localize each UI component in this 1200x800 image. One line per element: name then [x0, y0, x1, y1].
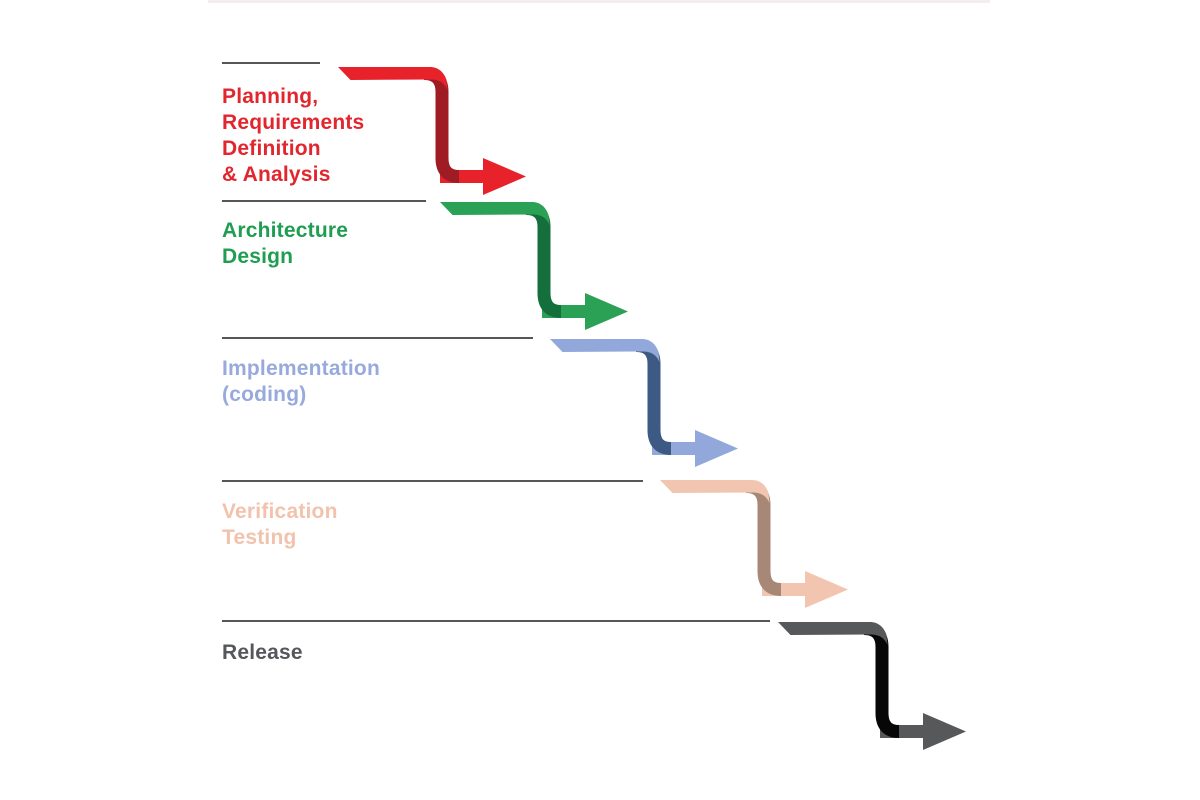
phase-label-line: Architecture [222, 219, 349, 242]
arrow-upper-band [550, 339, 660, 362]
arrow-lower-band [880, 713, 966, 750]
arrow-lower-band [542, 293, 628, 330]
phase-label-planning: Planning, Requirements Definition & Anal… [222, 84, 364, 188]
arrow-upper-band [338, 67, 448, 90]
phase-label-architecture: Architecture Design [222, 218, 348, 270]
cascade-arrow-verification [660, 480, 848, 608]
phase-label-line: Verification [222, 500, 338, 523]
arrow-lower-band [440, 158, 526, 195]
phase-label-implementation: Implementation (coding) [222, 356, 380, 408]
cascade-arrow-architecture [440, 202, 628, 330]
cascade-arrow-planning [338, 67, 526, 195]
cascade-arrow-implementation [550, 339, 738, 467]
arrow-fold [863, 622, 900, 738]
arrow-fold [423, 67, 460, 183]
phase-rule-verification [222, 480, 643, 482]
phase-label-line: (coding) [222, 383, 307, 406]
arrow-lower-band [762, 571, 848, 608]
phase-label-verification: Verification Testing [222, 499, 338, 551]
arrow-fold [525, 202, 562, 318]
arrow-lower-band [652, 430, 738, 467]
phase-rule-implementation [222, 337, 533, 339]
cascade-arrow-release [778, 622, 966, 750]
phase-label-line: Release [222, 641, 303, 664]
phase-rule-architecture [222, 200, 426, 202]
arrow-upper-band [778, 622, 888, 645]
arrow-fold [745, 480, 782, 596]
page-top-edge [208, 0, 990, 3]
phase-label-line: Planning, [222, 85, 319, 108]
phase-rule-release [222, 620, 770, 622]
arrow-fold [635, 339, 672, 455]
phase-label-release: Release [222, 640, 303, 666]
phase-label-line: Definition [222, 137, 321, 160]
arrow-upper-band [440, 202, 550, 225]
phase-rule-planning [222, 62, 320, 64]
arrow-upper-band [660, 480, 770, 503]
phase-label-line: Implementation [222, 357, 380, 380]
phase-label-line: Design [222, 245, 294, 268]
phase-label-line: Testing [222, 526, 297, 549]
phase-label-line: & Analysis [222, 163, 331, 186]
phase-label-line: Requirements [222, 111, 365, 134]
